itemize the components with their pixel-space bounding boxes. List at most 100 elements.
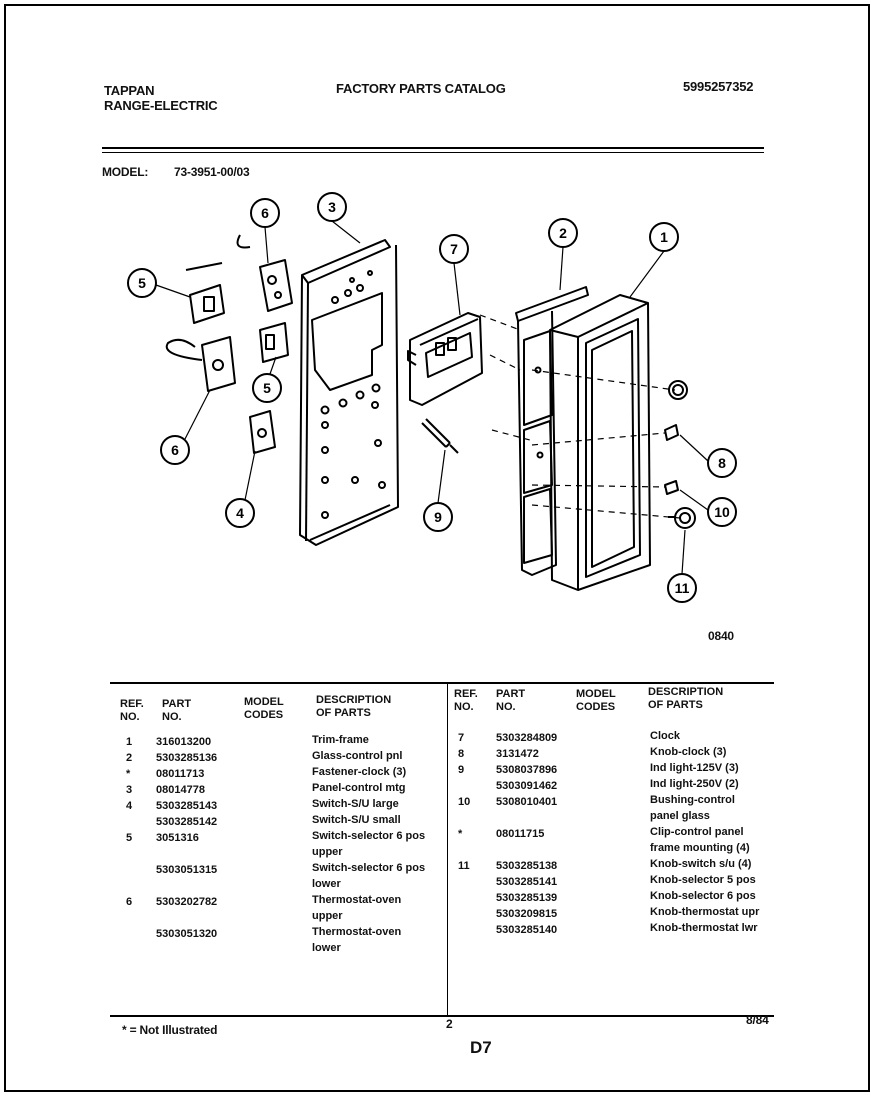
table-cell: 5308037896 [496, 764, 558, 776]
table-cell: 5303285139 [496, 892, 558, 904]
table-cell: 5303051320 [156, 928, 218, 940]
table-cell: 5303285140 [496, 924, 558, 936]
table-cell: frame mounting (4) [650, 842, 750, 854]
table-cell: 4 [126, 800, 133, 812]
table-cell: 7 [458, 732, 465, 744]
table-cell: 5303285136 [156, 752, 218, 764]
exploded-parts-diagram: 6 3 7 2 1 5 5 6 4 9 8 10 11 [127, 192, 737, 603]
table-cell: 316013200 [156, 736, 212, 748]
table-cell [156, 880, 217, 896]
callout-label: 8 [718, 455, 726, 471]
callout-5-upper [127, 268, 157, 298]
table-cell: Knob-thermostat upr [650, 906, 760, 918]
table-cell: 8 [458, 748, 465, 760]
callout-5-lower [252, 373, 282, 403]
callout-label: 5 [138, 275, 146, 291]
callout-label: 10 [714, 504, 730, 520]
model-label: MODEL: [102, 165, 149, 179]
table-cell: 5303091462 [496, 780, 558, 792]
header-model-codes: MODEL CODES [244, 696, 284, 721]
table-cell: Thermostat-oven [312, 894, 402, 906]
table-cell: 3051316 [156, 832, 199, 844]
table-cell: upper [312, 846, 343, 858]
trim-frame [549, 294, 651, 591]
table-cell: Switch-S/U large [312, 798, 399, 810]
table-cell: 9 [458, 764, 465, 776]
table-cell: Switch-selector 6 pos [312, 830, 426, 842]
table-cell: Ind light-250V (2) [650, 778, 739, 790]
table-cell [126, 816, 132, 832]
table-cell: * [458, 828, 463, 840]
table-cell: Knob-thermostat lwr [650, 922, 758, 934]
table-cell: 3131472 [496, 748, 539, 760]
table-cell: Knob-selector 5 pos [650, 874, 756, 886]
table-cell: 5303209815 [496, 908, 558, 920]
table-cell: Knob-clock (3) [650, 746, 727, 758]
table-cell: Trim-frame [312, 734, 369, 746]
header-rule-thin [102, 152, 764, 153]
table-cell: 5 [126, 832, 133, 844]
table-cell [458, 812, 470, 828]
callout-label: 5 [263, 380, 271, 396]
callout-4 [225, 498, 255, 528]
table-cell: Knob-selector 6 pos [650, 890, 756, 902]
header-part: PART NO. [162, 698, 192, 723]
right-ref-column: 7 8 9 10 * 11 [458, 732, 470, 876]
table-cell: Thermostat-oven [312, 926, 402, 938]
table-cell: 5303202782 [156, 896, 218, 908]
table-cell [156, 848, 217, 864]
callout-label: 1 [660, 229, 668, 245]
table-cell: Knob-switch s/u (4) [650, 858, 752, 870]
callout-label: 6 [261, 205, 269, 221]
table-cell: 08014778 [156, 784, 205, 796]
table-cell: Fastener-clock (3) [312, 766, 407, 778]
table-cell: 5303284809 [496, 732, 558, 744]
thermostat-oven [165, 336, 236, 392]
left-part-column: 316013200 5303285136 08011713 08014778 5… [156, 736, 217, 944]
indicator-light [421, 418, 459, 454]
model-number: 73-3951-00/03 [174, 165, 250, 179]
callout-label: 4 [236, 505, 244, 521]
page-number: 2 [446, 1017, 453, 1031]
catalog-title: FACTORY PARTS CATALOG [336, 81, 506, 96]
page-border [4, 4, 870, 1092]
table-cell: * [126, 768, 131, 780]
table-cell: 6 [126, 896, 133, 908]
page-code: D7 [470, 1038, 492, 1057]
brand-name: TAPPAN [104, 83, 155, 98]
table-cell: 5303285141 [496, 876, 558, 888]
header-part-right: PART NO. [496, 688, 526, 713]
table-cell: 5308010401 [496, 796, 558, 808]
table-cell: 2 [126, 752, 133, 764]
table-cell: 5303285142 [156, 816, 218, 828]
table-cell [458, 844, 470, 860]
not-illustrated-note: * = Not Illustrated [122, 1023, 218, 1037]
table-cell: 10 [458, 796, 471, 808]
table-bottom-rule [110, 1015, 774, 1017]
table-cell: 08011713 [156, 768, 205, 780]
switch-su-small [259, 322, 289, 363]
table-cell: 1 [126, 736, 133, 748]
table-cell: Panel-control mtg [312, 782, 406, 794]
header-description: DESCRIPTION OF PARTS [316, 694, 392, 719]
table-cell [496, 844, 557, 860]
right-description-column: Clock Knob-clock (3) Ind light-125V (3) … [650, 730, 759, 938]
table-cell: Switch-selector 6 pos [312, 862, 426, 874]
table-cell: upper [312, 910, 343, 922]
clock-part [407, 312, 483, 406]
table-cell: lower [312, 878, 341, 890]
table-cell: Bushing-control [650, 794, 735, 806]
header-ref-right: REF. NO. [454, 688, 478, 713]
table-cell: 3 [126, 784, 133, 796]
right-part-column: 5303284809 3131472 5308037896 5303091462… [496, 732, 557, 940]
switch-selector-upper [185, 234, 293, 312]
glass-control-panel [515, 286, 589, 576]
table-cell: Glass-control pnl [312, 750, 403, 762]
product-type: RANGE-ELECTRIC [104, 98, 218, 113]
panel-control-mtg [299, 239, 399, 546]
header-model-codes-right: MODEL CODES [576, 688, 616, 713]
catalog-number: 5995257352 [683, 79, 754, 94]
header-rule [102, 147, 764, 149]
left-ref-column: 1 2 * 3 4 5 6 [126, 736, 132, 912]
table-cell [126, 864, 132, 880]
